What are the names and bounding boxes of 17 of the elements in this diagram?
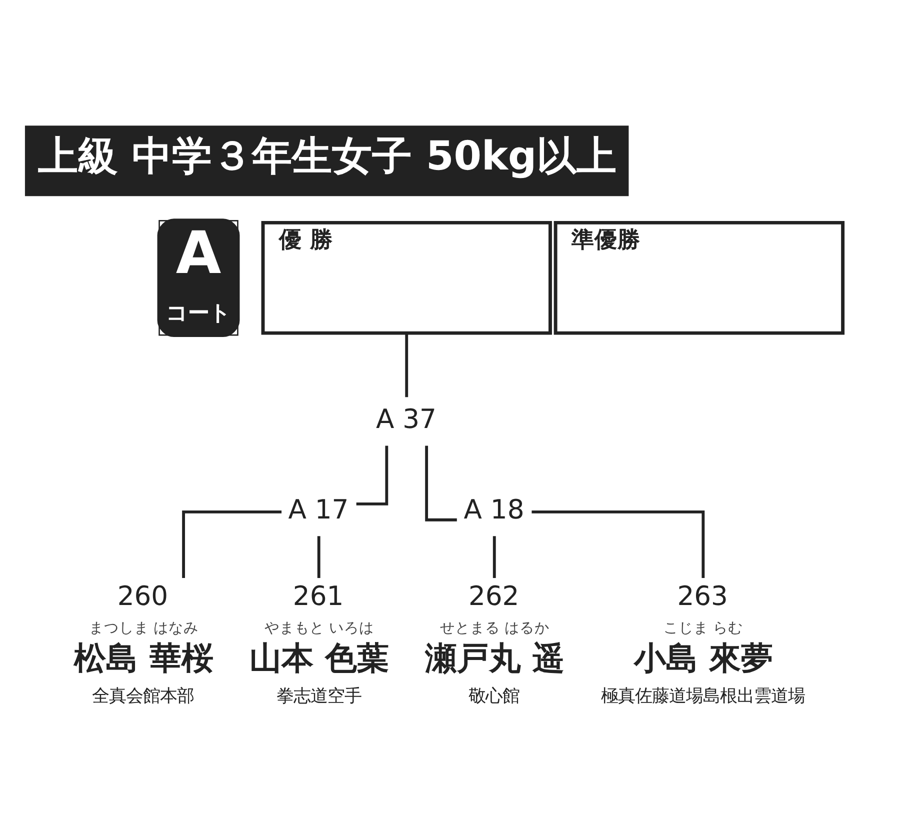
connector (424, 445, 456, 521)
diagram-title: 上級 中学３年生女子 50kg以上 (38, 132, 616, 179)
node-label: せとまる はるか (439, 619, 550, 636)
connector (492, 536, 496, 578)
connector (356, 445, 388, 505)
node-text: A 37 (376, 404, 436, 435)
node-label: やまもと いろは (264, 619, 374, 636)
connector (531, 510, 704, 578)
node-box: 優 勝 (260, 220, 552, 334)
node-box: 準優勝 (553, 220, 844, 334)
connector (316, 536, 320, 578)
connector (182, 510, 282, 578)
node-text: A 18 (463, 494, 524, 526)
node-label: まつしま はなみ (88, 619, 198, 636)
connector (404, 332, 408, 397)
node-text: A 17 (288, 494, 348, 526)
node-label: こじま らむ (662, 619, 742, 636)
